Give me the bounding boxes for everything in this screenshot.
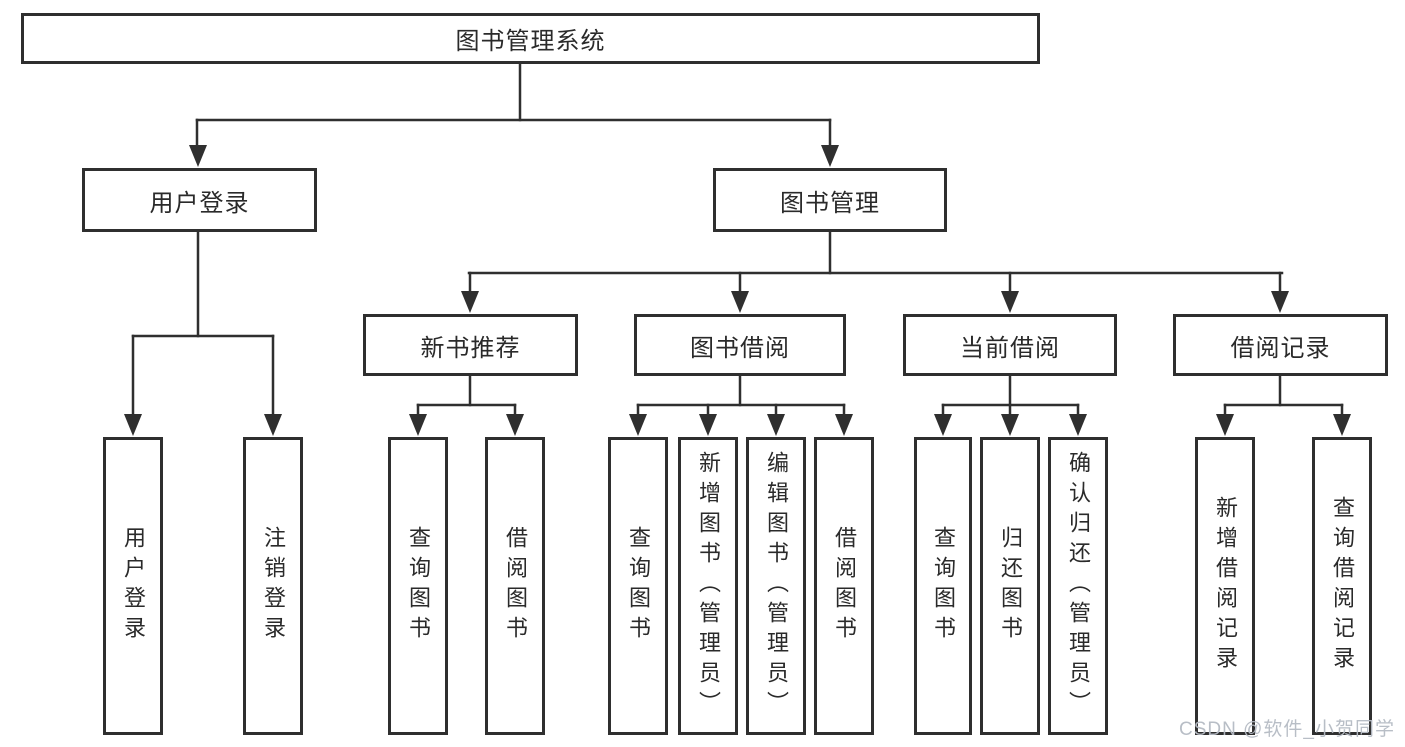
node-leaf-query-books-2: 查询图书 xyxy=(608,437,668,735)
arrow-down-icon xyxy=(189,145,207,167)
arrow-down-icon xyxy=(1069,414,1087,436)
node-leaf-edit-books-admin: 编辑图书（管理员） xyxy=(746,437,806,735)
arrow-down-icon xyxy=(699,414,717,436)
arrow-down-icon xyxy=(506,414,524,436)
arrow-down-icon xyxy=(934,414,952,436)
arrow-down-icon xyxy=(1271,291,1289,313)
node-leaf-borrow-books-1: 借阅图书 xyxy=(485,437,545,735)
node-leaf-query-books-1: 查询图书 xyxy=(388,437,448,735)
node-leaf-confirm-return-admin: 确认归还（管理员） xyxy=(1048,437,1108,735)
node-book-management: 图书管理 xyxy=(713,168,947,232)
arrow-down-icon xyxy=(1001,414,1019,436)
arrow-down-icon xyxy=(821,145,839,167)
arrow-down-icon xyxy=(1216,414,1234,436)
arrow-down-icon xyxy=(731,291,749,313)
arrow-down-icon xyxy=(629,414,647,436)
node-leaf-borrow-books-2: 借阅图书 xyxy=(814,437,874,735)
node-library-management-system: 图书管理系统 xyxy=(21,13,1040,64)
node-new-book-recommend: 新书推荐 xyxy=(363,314,578,376)
arrow-down-icon xyxy=(124,414,142,436)
node-book-borrow: 图书借阅 xyxy=(634,314,846,376)
arrowheads xyxy=(124,145,1351,436)
arrow-down-icon xyxy=(767,414,785,436)
arrow-down-icon xyxy=(461,291,479,313)
arrow-down-icon xyxy=(409,414,427,436)
arrow-down-icon xyxy=(1333,414,1351,436)
node-user-login-group: 用户登录 xyxy=(82,168,317,232)
arrow-down-icon xyxy=(835,414,853,436)
node-leaf-query-borrow-record: 查询借阅记录 xyxy=(1312,437,1372,735)
node-current-borrow: 当前借阅 xyxy=(903,314,1117,376)
node-borrow-records: 借阅记录 xyxy=(1173,314,1388,376)
arrow-down-icon xyxy=(264,414,282,436)
node-leaf-add-borrow-record: 新增借阅记录 xyxy=(1195,437,1255,735)
node-leaf-user-login: 用户登录 xyxy=(103,437,163,735)
node-leaf-logout: 注销登录 xyxy=(243,437,303,735)
node-leaf-return-books: 归还图书 xyxy=(980,437,1040,735)
watermark: CSDN @软件_小贺同学 xyxy=(1179,719,1395,740)
arrow-down-icon xyxy=(1001,291,1019,313)
node-leaf-add-books-admin: 新增图书（管理员） xyxy=(678,437,738,735)
node-leaf-query-books-3: 查询图书 xyxy=(914,437,972,735)
